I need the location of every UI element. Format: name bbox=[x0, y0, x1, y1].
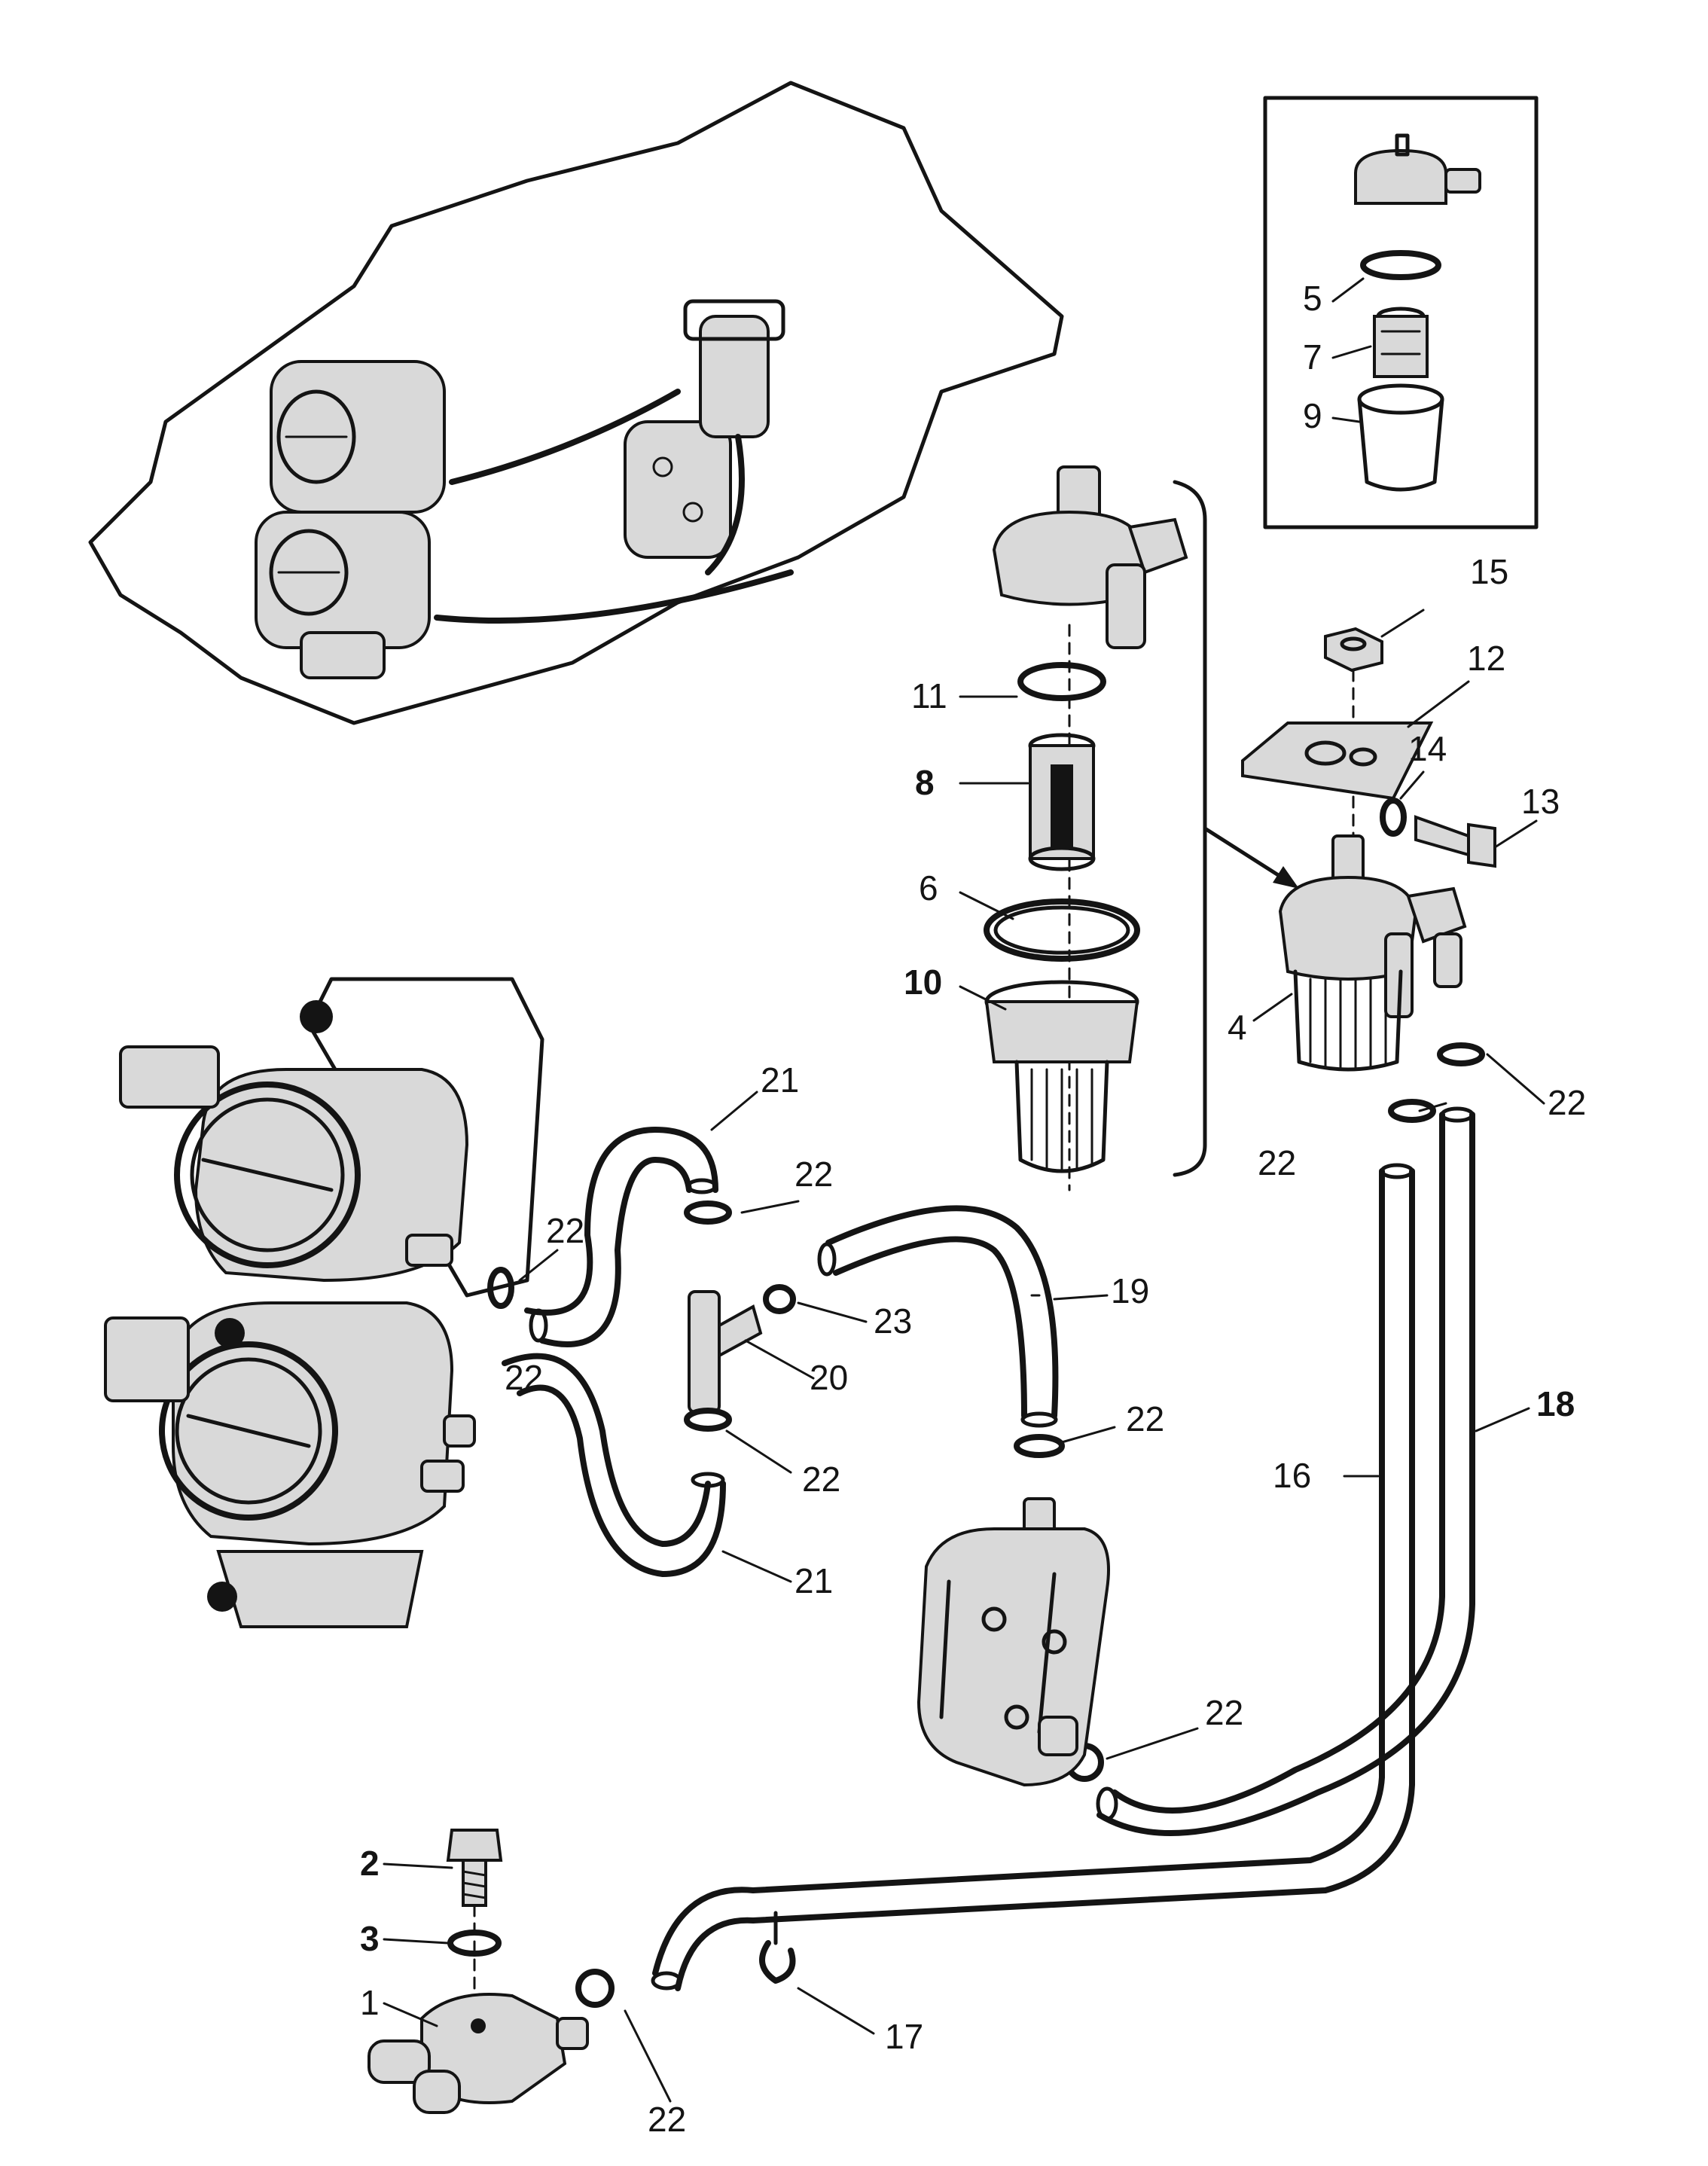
leader-lines bbox=[383, 1053, 1545, 2103]
hose-clamps bbox=[487, 1042, 1485, 2008]
inset-alternate-filter: 5 7 9 bbox=[1263, 96, 1539, 529]
callout-22: 22 bbox=[505, 1358, 543, 1397]
clamp-ring bbox=[684, 1408, 732, 1432]
callout-17: 17 bbox=[885, 2017, 923, 2056]
inset-filter-element bbox=[1373, 307, 1429, 378]
callout-22: 22 bbox=[1205, 1693, 1243, 1732]
hose-19 bbox=[817, 1205, 1059, 1428]
hose-lower-21 bbox=[502, 1353, 726, 1577]
callout-4: 4 bbox=[1228, 1008, 1247, 1047]
overview-fuel-pump bbox=[624, 420, 732, 559]
callout-6: 6 bbox=[919, 868, 938, 908]
callout-22: 22 bbox=[1126, 1399, 1164, 1438]
clamp-ring bbox=[487, 1267, 514, 1309]
filter-assembly-body bbox=[1278, 834, 1467, 1072]
callout-5: 5 bbox=[1303, 279, 1322, 318]
engine-overview-illustration bbox=[88, 81, 1064, 725]
callout-14: 14 bbox=[1408, 729, 1447, 768]
callout-23: 23 bbox=[874, 1301, 912, 1341]
hose-lower-fuel-line bbox=[651, 1887, 756, 1991]
callout-22: 22 bbox=[648, 2100, 686, 2139]
callout-13: 13 bbox=[1521, 782, 1560, 821]
lower-carburetor bbox=[104, 1301, 454, 1628]
primer-fitting-1 bbox=[368, 1993, 589, 2114]
upper-carburetor bbox=[119, 1000, 469, 1283]
callout-21-upper: 21 bbox=[761, 1060, 799, 1100]
hose-16 bbox=[750, 1163, 1415, 1923]
callout-18: 18 bbox=[1536, 1384, 1575, 1423]
callout-3: 3 bbox=[360, 1919, 380, 1958]
washer bbox=[1380, 798, 1407, 837]
callout-11: 11 bbox=[911, 676, 947, 715]
mounting-bracket bbox=[1241, 721, 1434, 801]
overview-carburetor-lower bbox=[255, 511, 431, 649]
hose-retainer-clip bbox=[759, 1911, 796, 1984]
filter-screen-element bbox=[1028, 733, 1096, 871]
clamp-ring bbox=[1388, 1099, 1436, 1123]
clamp-ring bbox=[1437, 1042, 1485, 1066]
filter-assembly: 15 12 14 13 4 bbox=[1228, 552, 1560, 1072]
filter-o-ring-large bbox=[984, 898, 1140, 962]
callout-22: 22 bbox=[1548, 1083, 1586, 1122]
callout-7: 7 bbox=[1303, 337, 1322, 377]
callout-22: 22 bbox=[802, 1460, 840, 1499]
callout-2: 2 bbox=[360, 1844, 380, 1883]
fuel-pump bbox=[917, 1497, 1110, 1787]
callout-22: 22 bbox=[795, 1155, 833, 1194]
hose-upper-21 bbox=[524, 1127, 718, 1347]
filter-head bbox=[992, 465, 1188, 649]
callout-19: 19 bbox=[1111, 1271, 1149, 1310]
callout-labels: 21 22 22 23 19 20 22 22 21 22 22 22 22 1… bbox=[360, 1060, 1586, 2139]
callout-21-lower: 21 bbox=[795, 1561, 833, 1600]
clamp-ring bbox=[684, 1200, 732, 1225]
nut bbox=[1324, 627, 1383, 673]
clamp-ring bbox=[763, 1284, 796, 1314]
callout-22: 22 bbox=[546, 1211, 584, 1250]
hose-18 bbox=[1096, 1106, 1475, 1836]
callout-10: 10 bbox=[904, 962, 942, 1002]
carburetor-assembly bbox=[104, 977, 544, 1628]
callout-9: 9 bbox=[1303, 396, 1322, 435]
callout-8: 8 bbox=[915, 763, 935, 802]
inset-o-ring bbox=[1360, 250, 1441, 280]
t-fitting bbox=[688, 1290, 763, 1414]
overview-primer-fitting bbox=[300, 631, 386, 679]
callout-1: 1 bbox=[360, 1983, 380, 2022]
filter-bowl bbox=[984, 980, 1139, 1173]
inset-filter-head bbox=[1354, 133, 1481, 205]
callout-16: 16 bbox=[1273, 1456, 1311, 1495]
bolt bbox=[1414, 815, 1496, 868]
bolt-2 bbox=[446, 1829, 503, 1907]
clamp-ring bbox=[575, 1969, 615, 2008]
overview-fuel-filter bbox=[683, 299, 785, 438]
filter-o-ring-small bbox=[1017, 662, 1106, 701]
callout-15: 15 bbox=[1470, 552, 1508, 591]
callout-22: 22 bbox=[1258, 1143, 1296, 1182]
inset-filter-bowl bbox=[1357, 383, 1444, 492]
clamp-ring bbox=[1014, 1434, 1065, 1458]
callout-20: 20 bbox=[810, 1358, 848, 1397]
overview-carburetor-upper bbox=[270, 360, 446, 514]
callout-12: 12 bbox=[1467, 639, 1505, 678]
exploded-fuel-filter: 11 8 6 10 bbox=[904, 465, 1299, 1191]
